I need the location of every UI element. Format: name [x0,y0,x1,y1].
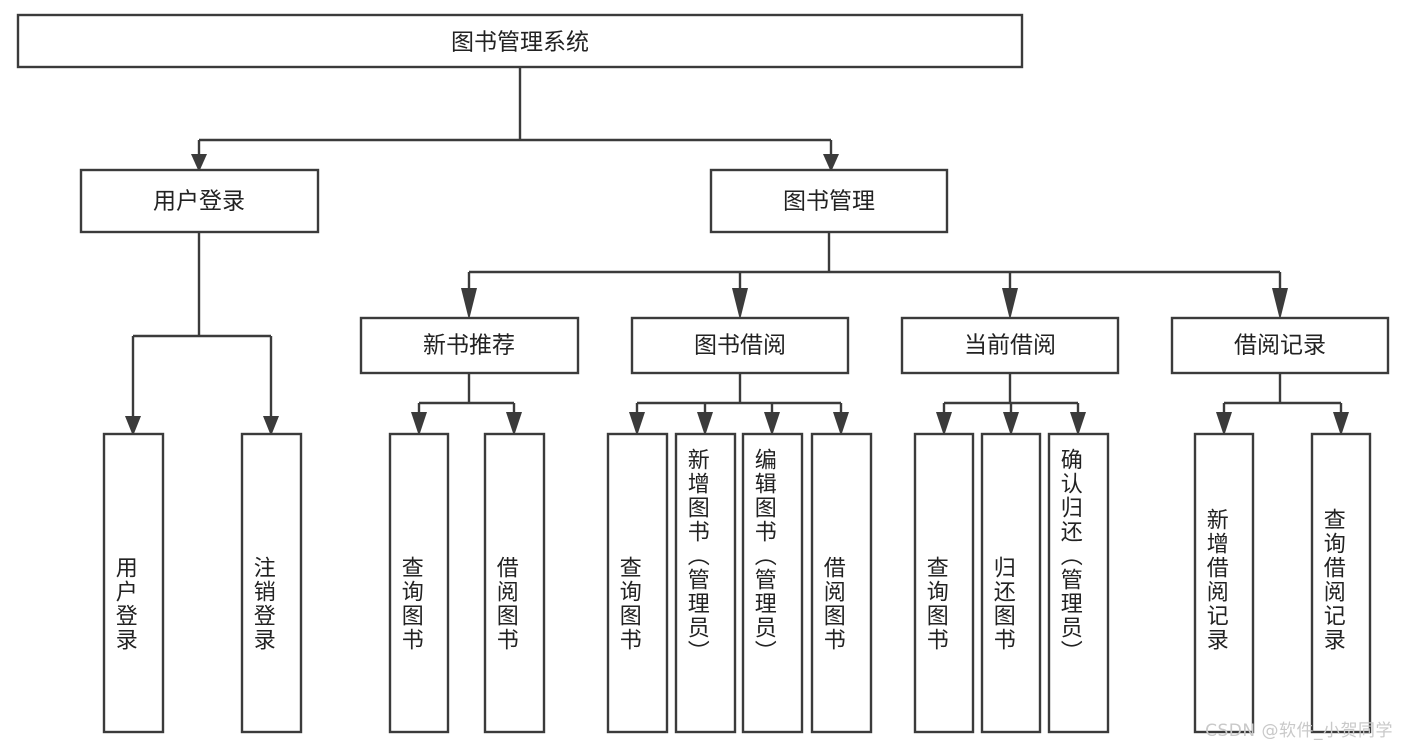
node-book-borrow[interactable]: 图书借阅 [630,316,850,375]
arrow-current-to-return [1003,412,1019,436]
edge-records-bus [1222,373,1343,418]
node-new-book-recommend[interactable]: 新书推荐 [359,316,580,375]
node-root[interactable]: 图书管理系统 [16,13,1024,69]
leaf-current-query-book[interactable]: 查询图书 [913,432,975,734]
leaf-new-book-borrow-label: 借阅图书 [493,556,519,652]
arrow-bookmgmt-to-current [1002,288,1018,320]
leaf-borrow-edit-book-label: 编辑图书（管理员） [751,448,777,664]
node-borrow-records[interactable]: 借阅记录 [1170,316,1390,375]
leaf-borrow-query-book-label: 查询图书 [616,556,642,652]
node-user-login-group-label: 用户登录 [153,189,245,215]
arrow-bookmgmt-to-borrow [732,288,748,320]
edge-current-bus [942,373,1080,418]
leaf-current-confirm-return[interactable]: 确认归还（管理员） [1047,432,1110,734]
leaf-borrow-lend-book[interactable]: 借阅图书 [810,432,873,734]
arrow-login-to-user-login [125,416,141,436]
leaf-current-query-book-label: 查询图书 [923,556,949,652]
leaf-user-logout-label: 注销登录 [250,556,276,652]
leaf-user-login[interactable]: 用户登录 [102,432,165,734]
leaf-user-logout[interactable]: 注销登录 [240,432,303,734]
leaf-current-return-book-label: 归还图书 [990,556,1016,652]
arrow-root-to-login [191,154,207,172]
leaf-new-book-query[interactable]: 查询图书 [388,432,450,734]
node-current-borrow[interactable]: 当前借阅 [900,316,1120,375]
leaf-user-login-label: 用户登录 [112,556,138,652]
node-user-login-group[interactable]: 用户登录 [79,168,320,234]
leaf-borrow-query-book[interactable]: 查询图书 [606,432,669,734]
leaf-borrow-edit-book[interactable]: 编辑图书（管理员） [741,432,804,734]
leaf-current-return-book[interactable]: 归还图书 [980,432,1042,734]
arrow-current-to-query [936,412,952,436]
node-new-book-recommend-label: 新书推荐 [423,333,515,359]
arrow-current-to-confirm [1070,412,1086,436]
leaf-new-book-query-label: 查询图书 [398,556,424,652]
edge-root-bus [197,67,833,158]
arrow-borrow-to-edit [764,412,780,436]
node-root-label: 图书管理系统 [451,30,589,56]
node-book-borrow-label: 图书借阅 [694,333,786,359]
node-current-borrow-label: 当前借阅 [964,333,1056,359]
leaf-borrow-add-book[interactable]: 新增图书（管理员） [674,432,737,734]
edge-newbook-bus [417,373,516,418]
edge-login-bus [131,232,273,420]
edge-borrow-bus [635,373,843,418]
arrow-bookmgmt-to-records [1272,288,1288,320]
arrow-borrow-to-lend [833,412,849,436]
edge-bookmgmt-bus [467,232,1282,292]
leaf-record-add-label: 新增借阅记录 [1203,508,1229,652]
arrow-newbook-to-query [411,412,427,436]
connector-layer [125,67,1349,436]
leaf-record-add[interactable]: 新增借阅记录 [1193,432,1255,734]
arrow-borrow-to-query [629,412,645,436]
leaf-current-confirm-return-label: 确认归还（管理员） [1057,448,1083,664]
node-borrow-records-label: 借阅记录 [1234,333,1326,359]
leaf-borrow-lend-book-label: 借阅图书 [820,556,846,652]
leaf-record-query-label: 查询借阅记录 [1320,508,1346,652]
node-book-management-group[interactable]: 图书管理 [709,168,949,234]
arrow-root-to-bookmgmt [823,154,839,172]
leaf-record-query[interactable]: 查询借阅记录 [1310,432,1372,734]
arrow-records-to-add [1216,412,1232,436]
arrow-bookmgmt-to-newbook [461,288,477,320]
leaf-borrow-add-book-label: 新增图书（管理员） [684,448,710,664]
node-book-management-group-label: 图书管理 [783,189,875,215]
arrow-records-to-query [1333,412,1349,436]
arrow-login-to-user-logout [263,416,279,436]
arrow-newbook-to-borrow [506,412,522,436]
arrow-borrow-to-add [697,412,713,436]
leaf-new-book-borrow[interactable]: 借阅图书 [483,432,546,734]
